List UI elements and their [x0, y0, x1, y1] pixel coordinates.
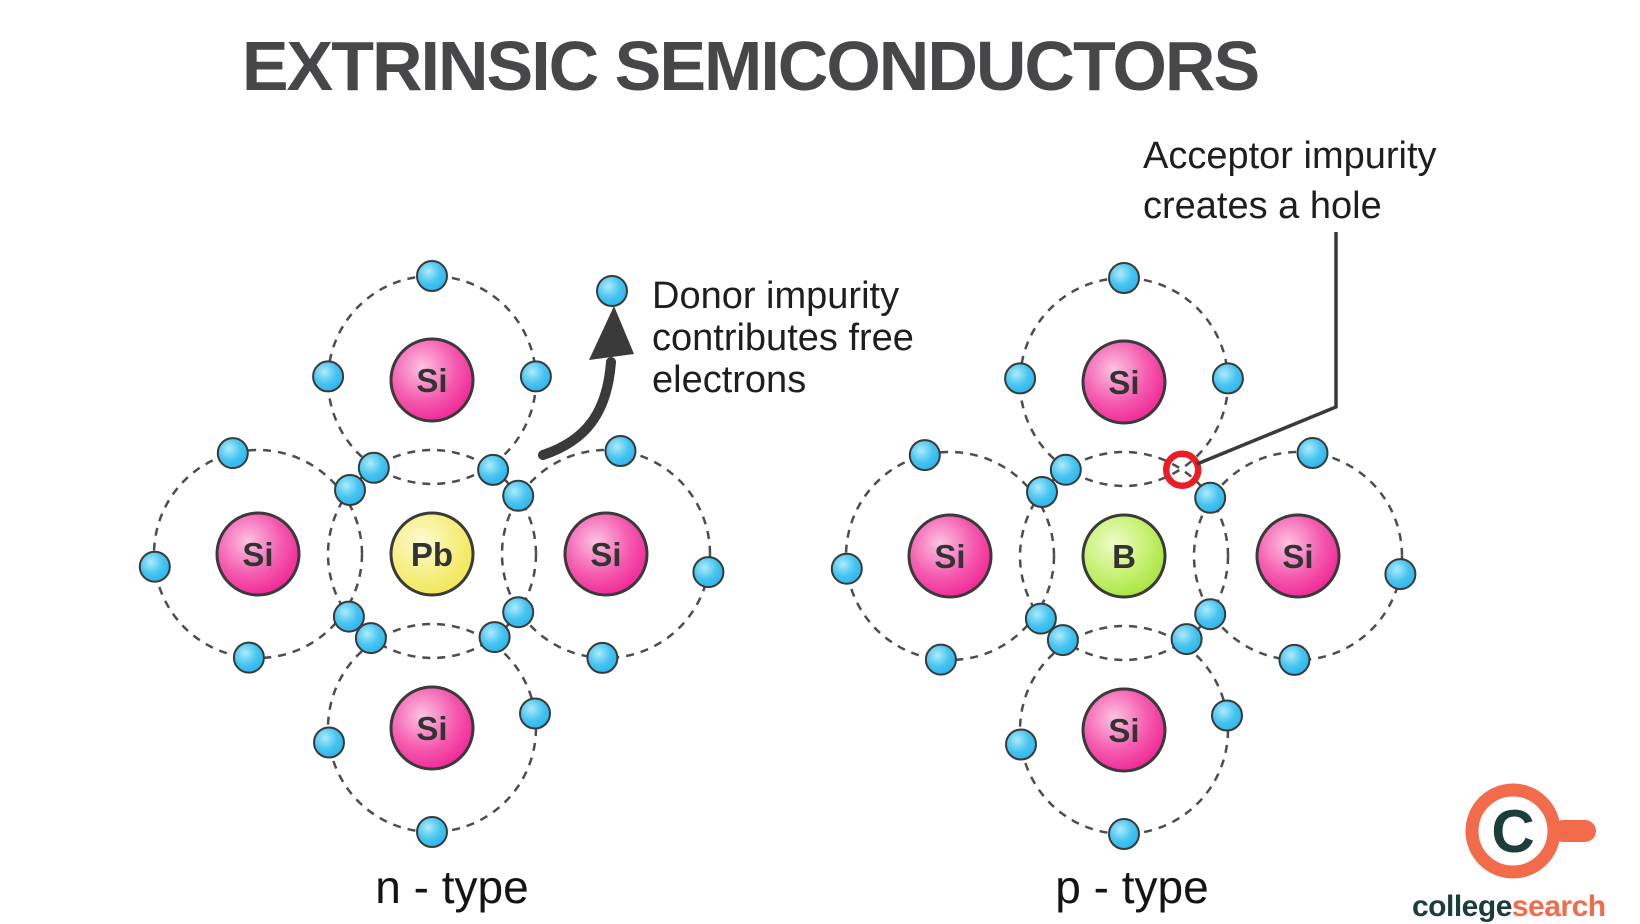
electron-icon: [416, 816, 448, 848]
orbit-right: [500, 448, 712, 660]
electron-icon: [519, 697, 551, 730]
electron-icon: [1194, 598, 1227, 631]
orbit-left: [844, 450, 1056, 662]
electron-icon: [416, 260, 448, 292]
donor-arrow-shaft: [538, 357, 616, 460]
atom-label-si: Si: [416, 362, 447, 399]
electron-icon: [1004, 362, 1037, 395]
atom-label-si: Si: [416, 710, 447, 747]
atom-si: [389, 337, 475, 423]
atom-si: [1255, 513, 1341, 599]
atom-label-si: Si: [1108, 364, 1139, 401]
electron-icon: [312, 360, 345, 393]
orbit-center: [1018, 450, 1230, 662]
electron-icon: [1108, 262, 1140, 294]
electron-icon: [334, 474, 366, 506]
atom-label-si: Si: [242, 536, 273, 573]
collegesearch-logo: C collegesearch: [1412, 783, 1606, 923]
p-type-caption: p - type: [1055, 861, 1208, 913]
electron-icon: [519, 360, 552, 393]
electron-icon: [1024, 602, 1057, 635]
electron-icon: [357, 451, 390, 484]
electron-icon: [1384, 558, 1417, 591]
atom-si: [1081, 339, 1167, 425]
electron-icon: [216, 437, 249, 470]
electron-icon: [1108, 818, 1140, 850]
orbit-left: [152, 448, 364, 660]
electron-icon: [1194, 481, 1227, 514]
electron-icon: [1005, 728, 1037, 761]
logo-monogram: C: [1491, 798, 1534, 865]
electron-icon: [830, 552, 863, 585]
logo-word-college: college: [1412, 890, 1512, 923]
electron-icon: [477, 453, 510, 486]
acceptor-annotation-line2: creates a hole: [1143, 185, 1382, 227]
electron-icon: [1211, 699, 1243, 732]
electron-icon: [604, 435, 637, 467]
atom-si: [563, 511, 649, 597]
donor-arrow: [538, 306, 634, 460]
logo-wordmark: collegesearch: [1412, 890, 1606, 923]
atom-b: [1081, 513, 1167, 599]
atom-label-si: Si: [590, 536, 621, 573]
donor-annotation-line1: Donor impurity: [652, 275, 899, 317]
electron-icon: [586, 641, 619, 674]
electron-icon: [1049, 453, 1082, 486]
electron-icon: [1026, 476, 1058, 508]
atom-label-pb: Pb: [411, 536, 453, 573]
donor-arrowhead-icon: [589, 306, 634, 360]
atom-label-si: Si: [1282, 538, 1313, 575]
electron-icon: [138, 550, 171, 583]
logo-word-search: search: [1512, 890, 1606, 923]
electron-icon: [232, 641, 265, 674]
electron-icon: [692, 556, 725, 589]
electron-icon: [502, 479, 535, 512]
electron-icon: [908, 439, 941, 472]
orbit-center: [326, 448, 538, 660]
atom-label-b: B: [1112, 538, 1136, 575]
electron-icon: [596, 275, 628, 307]
electron-icon: [478, 621, 511, 654]
orbit-right: [1192, 450, 1404, 662]
donor-annotation-line3: electrons: [652, 359, 806, 401]
electron-icon: [313, 726, 345, 759]
electron-icon: [332, 600, 365, 633]
atom-pb: [389, 511, 475, 597]
electron-icon: [1211, 362, 1244, 395]
electron-icon: [1278, 643, 1311, 676]
donor-annotation: Donor impurity contributes free electron…: [652, 275, 914, 401]
atom-label-si: Si: [1108, 712, 1139, 749]
electron-icon: [354, 622, 387, 655]
electron-icon: [1046, 624, 1079, 657]
acceptor-annotation-line1: Acceptor impurity: [1143, 135, 1437, 177]
page-title: EXTRINSIC SEMICONDUCTORS: [242, 27, 1258, 105]
hole-icon: [1162, 450, 1202, 490]
atom-si: [907, 513, 993, 599]
n-type-caption: n - type: [375, 861, 528, 913]
electron-icon: [1170, 623, 1203, 656]
atom-si: [215, 511, 301, 597]
magnifier-handle-icon: [1552, 820, 1596, 842]
atom-label-si: Si: [934, 538, 965, 575]
acceptor-pointer-line: [1196, 232, 1338, 466]
acceptor-annotation: Acceptor impurity creates a hole: [1143, 135, 1437, 466]
electron-icon: [1296, 437, 1329, 469]
atom-si: [1081, 687, 1167, 773]
donor-annotation-line2: contributes free: [652, 317, 914, 359]
electron-icon: [502, 596, 535, 629]
atom-si: [389, 685, 475, 771]
magnifier-ring-icon: [1465, 783, 1561, 879]
electron-icon: [924, 643, 957, 676]
